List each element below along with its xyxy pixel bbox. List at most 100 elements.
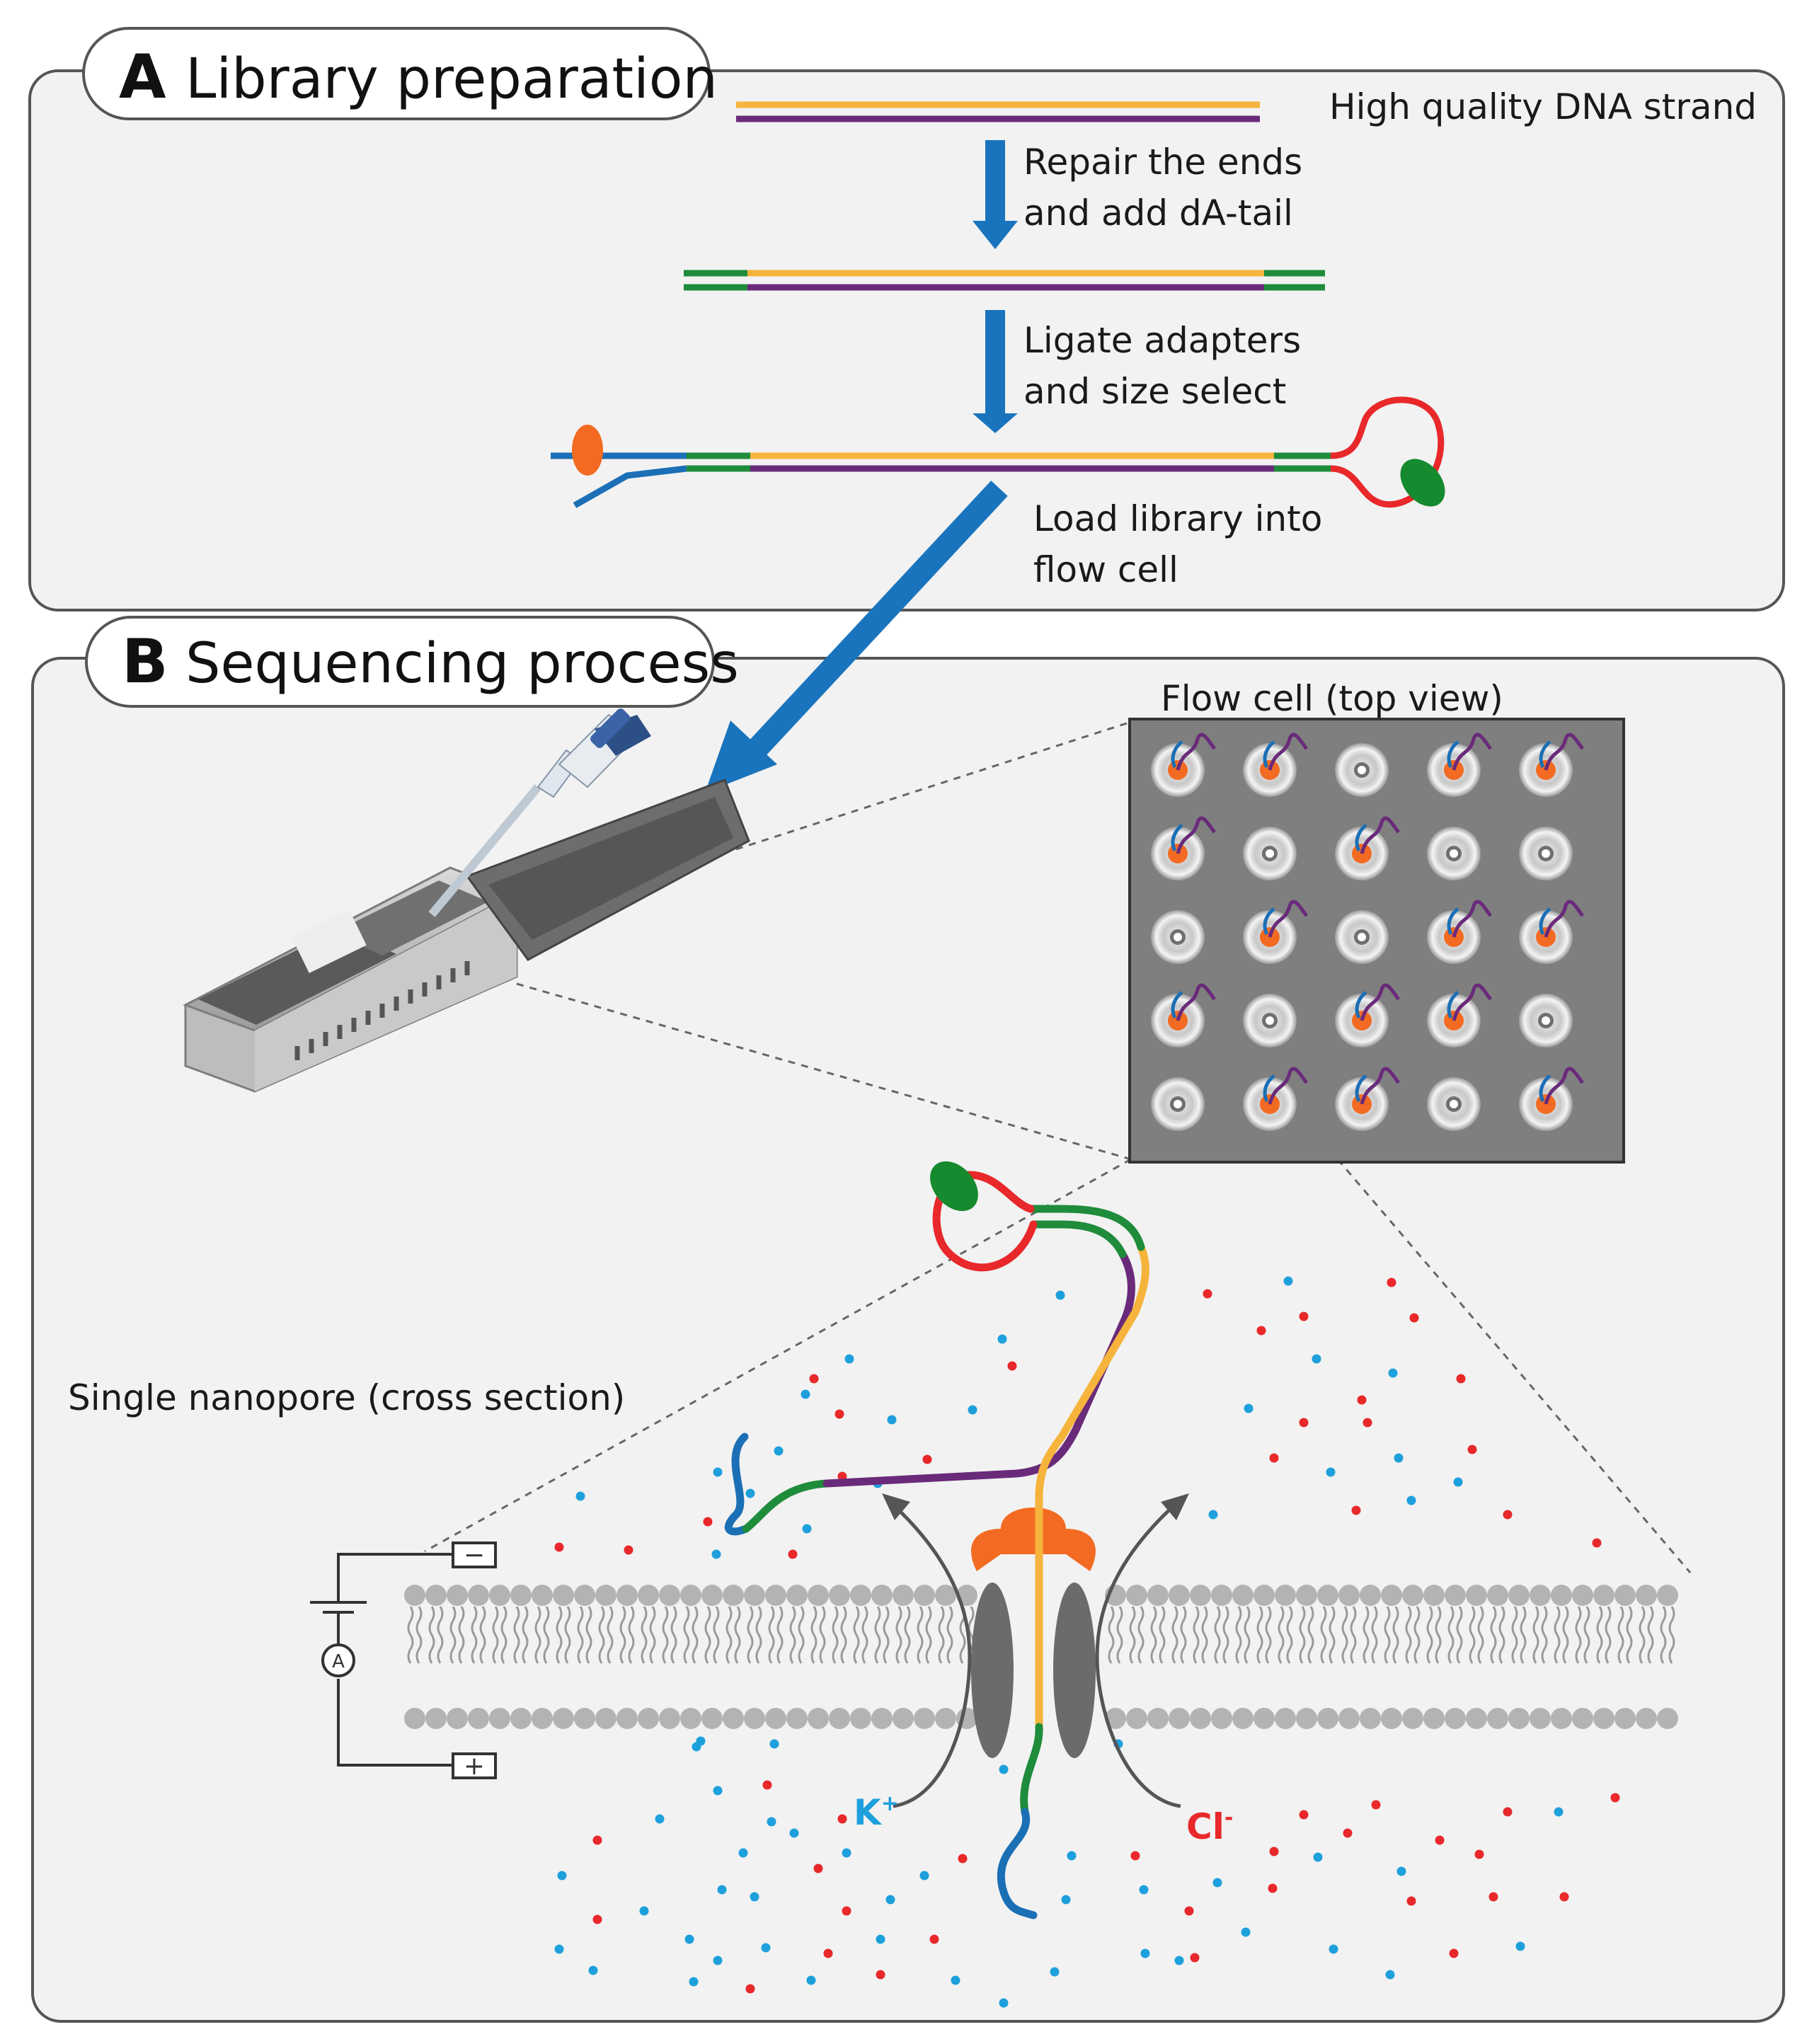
potassium-ion (1050, 1967, 1060, 1977)
potassium-ion (750, 1892, 759, 1902)
chloride-ion (1268, 1883, 1278, 1893)
chloride-ion (1409, 1313, 1419, 1323)
potassium-ion (557, 1871, 567, 1881)
circuit (310, 1553, 453, 1767)
potassium-ion (1212, 1878, 1222, 1888)
flow-cell-well-occupied (1427, 900, 1492, 964)
step1-line2: and add dA-tail (1023, 193, 1293, 234)
flow-cell-well (1335, 910, 1389, 964)
chloride-ion (1592, 1538, 1602, 1548)
ion-field (554, 1276, 1620, 2008)
potassium-ion (997, 1334, 1007, 1344)
flow-cell-well (1335, 743, 1389, 797)
potassium-ion (713, 1786, 723, 1796)
potassium-ion (655, 1814, 665, 1824)
flow-cell-well (1427, 1077, 1481, 1131)
flow-cell-well-occupied (1243, 900, 1308, 964)
svg-text:+: + (464, 1752, 485, 1781)
potassium-ion (1283, 1276, 1293, 1286)
chloride-ion (1467, 1445, 1477, 1454)
load-arrow-icon (705, 481, 1008, 793)
potassium-label: K+ (854, 1791, 899, 1833)
potassium-ion (738, 1848, 748, 1858)
chloride-ion (624, 1545, 633, 1555)
potassium-ion (1313, 1852, 1323, 1862)
chloride-ion (1130, 1851, 1140, 1861)
potassium-ion (887, 1415, 897, 1425)
panel-a-box (28, 69, 1785, 612)
down-arrow-icon (973, 140, 1018, 249)
lipid-membrane (404, 1585, 1678, 1729)
chloride-ion (834, 1409, 844, 1419)
chloride-ion (1343, 1828, 1353, 1838)
potassium-ion (1396, 1866, 1406, 1876)
potassium-ion (554, 1944, 564, 1954)
chloride-ion (1474, 1849, 1484, 1859)
flow-cell: Flow cell (top view) (1128, 678, 1625, 1164)
potassium-ion (1055, 1290, 1065, 1300)
potassium-ion (919, 1871, 929, 1881)
flow-cell-well-occupied (1335, 816, 1400, 880)
chloride-ion (788, 1549, 798, 1559)
flow-cell-well-occupied (1519, 1067, 1584, 1131)
chloride-ion (823, 1948, 833, 1958)
down-arrow-icon (973, 310, 1018, 433)
flow-cell-well (1519, 994, 1573, 1047)
chloride-ion (1007, 1361, 1017, 1371)
panel-b-title: Sequencing process (185, 632, 739, 696)
chloride-ion (592, 1835, 602, 1845)
library-molecule (551, 396, 1445, 508)
svg-text:−: − (464, 1541, 485, 1570)
flow-cell-well (1243, 827, 1297, 880)
chloride-ion (1387, 1278, 1396, 1287)
pipette-icon (428, 708, 651, 917)
panel-a-title-pill (82, 27, 711, 120)
flow-cell-well-occupied (1151, 816, 1216, 880)
flow-cell-well-occupied (1519, 900, 1584, 964)
chloride-ion (929, 1934, 939, 1944)
potassium-ion (689, 1977, 699, 1987)
flow-cell-well (1151, 910, 1205, 964)
chloride-ion (1559, 1892, 1569, 1902)
negative-terminal: − (452, 1541, 497, 1570)
potassium-ion (1515, 1941, 1525, 1951)
potassium-ion (745, 1488, 755, 1498)
chloride-ion (1190, 1953, 1200, 1963)
positive-terminal: + (452, 1752, 497, 1781)
chloride-ion (1449, 1948, 1459, 1958)
potassium-ion (1554, 1807, 1564, 1817)
potassium-ion (684, 1934, 694, 1944)
svg-text:A: A (332, 1651, 345, 1672)
flow-cell-well (1151, 1077, 1205, 1131)
flow-cell-well (1519, 827, 1573, 880)
chloride-ion (1363, 1418, 1372, 1428)
potassium-ion (639, 1906, 649, 1916)
strand-label: High quality DNA strand (1329, 86, 1757, 127)
potassium-ion (968, 1405, 977, 1415)
panel-a: A Library preparation High quality DNA s… (28, 27, 1785, 612)
chloride-ion (1503, 1807, 1513, 1817)
repaired-dna-strand (684, 270, 1325, 291)
step2-line2: and size select (1023, 371, 1286, 412)
flow-cell-well-occupied (1335, 983, 1400, 1047)
tether-protein (1400, 459, 1445, 507)
potassium-ion (844, 1354, 854, 1364)
chloride-ion (1357, 1395, 1367, 1405)
flow-cell-well-occupied (1243, 733, 1308, 797)
chloride-ion (1203, 1289, 1212, 1299)
flow-cell-well-occupied (1243, 1067, 1308, 1131)
chloride-ion (1406, 1896, 1416, 1906)
step2-line1: Ligate adapters (1023, 320, 1301, 361)
chloride-ion (1503, 1510, 1513, 1520)
potassium-ion (802, 1524, 812, 1534)
chloride-ion (745, 1984, 755, 1994)
nanopore-label: Single nanopore (cross section) (68, 1377, 625, 1418)
potassium-ion (1394, 1453, 1404, 1463)
potassium-ion (789, 1828, 799, 1838)
nanopore-protein (971, 1508, 1096, 1758)
flow-cell-well-occupied (1335, 1067, 1400, 1131)
potassium-ion (767, 1817, 776, 1827)
raw-dna-strand (736, 101, 1260, 122)
chloride-ion (592, 1914, 602, 1924)
